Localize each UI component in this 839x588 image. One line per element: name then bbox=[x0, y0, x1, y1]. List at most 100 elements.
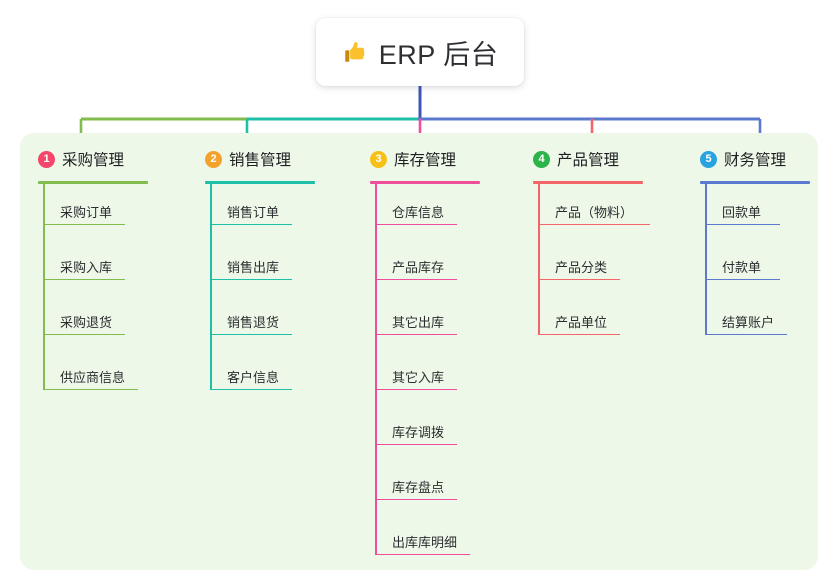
leaf-node[interactable]: 其它入库 bbox=[370, 360, 462, 390]
column-header-1[interactable]: 1 采购管理 bbox=[38, 148, 124, 170]
leaf-rule bbox=[375, 388, 457, 390]
column-number-badge: 2 bbox=[205, 150, 222, 168]
thumbs-up-icon bbox=[344, 42, 365, 62]
leaf-rule bbox=[210, 223, 292, 225]
tree-panel bbox=[20, 133, 818, 570]
leaf-label: 产品库存 bbox=[392, 260, 445, 275]
leaf-node[interactable]: 出库库明细 bbox=[370, 525, 475, 555]
leaf-label: 销售退货 bbox=[227, 315, 280, 330]
leaf-rule bbox=[43, 333, 125, 335]
column-title: 财务管理 bbox=[724, 152, 787, 169]
leaf-connector bbox=[705, 181, 707, 225]
leaf-node[interactable]: 客户信息 bbox=[205, 360, 297, 390]
leaf-node[interactable]: 采购订单 bbox=[38, 195, 130, 225]
column-header-rule bbox=[370, 181, 480, 184]
leaf-rule bbox=[375, 553, 470, 555]
leaf-rule bbox=[43, 388, 138, 390]
column-header-rule bbox=[700, 181, 810, 184]
column-title: 产品管理 bbox=[557, 152, 620, 169]
leaf-rule bbox=[43, 223, 125, 225]
leaf-label: 采购入库 bbox=[60, 260, 113, 275]
leaf-node[interactable]: 结算账户 bbox=[700, 305, 792, 335]
leaf-connector bbox=[538, 181, 540, 225]
leaf-connector bbox=[210, 225, 212, 280]
leaf-label: 产品分类 bbox=[555, 260, 608, 275]
leaf-connector bbox=[538, 225, 540, 280]
leaf-rule bbox=[375, 278, 457, 280]
leaf-connector bbox=[538, 280, 540, 335]
leaf-label: 付款单 bbox=[722, 260, 762, 275]
leaf-connector bbox=[375, 181, 377, 225]
column-header-2[interactable]: 2 销售管理 bbox=[205, 148, 291, 170]
leaf-rule bbox=[705, 223, 780, 225]
column-number-badge: 3 bbox=[370, 150, 387, 168]
leaf-node[interactable]: 产品单位 bbox=[533, 305, 625, 335]
column-number-badge: 5 bbox=[700, 150, 717, 168]
leaf-node[interactable]: 采购入库 bbox=[38, 250, 130, 280]
root-node-label: ERP 后台 bbox=[378, 39, 499, 70]
leaf-node[interactable]: 仓库信息 bbox=[370, 195, 462, 225]
leaf-connector bbox=[43, 280, 45, 335]
leaf-label: 产品（物料） bbox=[555, 205, 634, 220]
leaf-label: 客户信息 bbox=[227, 370, 280, 385]
leaf-rule bbox=[210, 388, 292, 390]
leaf-connector bbox=[375, 445, 377, 500]
leaf-node[interactable]: 产品库存 bbox=[370, 250, 462, 280]
leaf-label: 采购退货 bbox=[60, 315, 113, 330]
leaf-rule bbox=[43, 278, 125, 280]
leaf-node[interactable]: 回款单 bbox=[700, 195, 785, 225]
leaf-node[interactable]: 采购退货 bbox=[38, 305, 130, 335]
leaf-node[interactable]: 销售订单 bbox=[205, 195, 297, 225]
leaf-rule bbox=[538, 278, 620, 280]
leaf-label: 销售出库 bbox=[227, 260, 280, 275]
leaf-label: 库存调拨 bbox=[392, 425, 445, 440]
leaf-rule bbox=[705, 278, 780, 280]
leaf-node[interactable]: 库存盘点 bbox=[370, 470, 462, 500]
leaf-connector bbox=[375, 335, 377, 390]
leaf-connector bbox=[210, 280, 212, 335]
leaf-label: 库存盘点 bbox=[392, 480, 445, 495]
leaf-node[interactable]: 其它出库 bbox=[370, 305, 462, 335]
leaf-node[interactable]: 销售出库 bbox=[205, 250, 297, 280]
leaf-connector bbox=[705, 280, 707, 335]
leaf-label: 回款单 bbox=[722, 205, 762, 220]
column-title: 库存管理 bbox=[394, 152, 457, 169]
leaf-rule bbox=[375, 333, 457, 335]
leaf-node[interactable]: 销售退货 bbox=[205, 305, 297, 335]
leaf-rule bbox=[538, 223, 650, 225]
leaf-rule bbox=[375, 223, 457, 225]
root-node-content: ERP 后台 bbox=[342, 33, 499, 72]
column-title: 采购管理 bbox=[62, 152, 125, 169]
root-node-card[interactable]: ERP 后台 bbox=[316, 18, 524, 86]
leaf-connector bbox=[43, 225, 45, 280]
leaf-connector bbox=[375, 280, 377, 335]
leaf-label: 产品单位 bbox=[555, 315, 608, 330]
leaf-label: 采购订单 bbox=[60, 205, 113, 220]
leaf-rule bbox=[375, 443, 457, 445]
leaf-rule bbox=[375, 498, 457, 500]
column-header-3[interactable]: 3 库存管理 bbox=[370, 148, 456, 170]
leaf-connector bbox=[43, 335, 45, 390]
leaf-label: 其它入库 bbox=[392, 370, 445, 385]
leaf-label: 结算账户 bbox=[722, 315, 775, 330]
leaf-connector bbox=[210, 335, 212, 390]
leaf-connector bbox=[705, 225, 707, 280]
leaf-rule bbox=[210, 278, 292, 280]
column-number-badge: 1 bbox=[38, 150, 55, 168]
column-header-rule bbox=[38, 181, 148, 184]
leaf-label: 出库库明细 bbox=[392, 535, 458, 550]
column-title: 销售管理 bbox=[229, 152, 292, 169]
leaf-node[interactable]: 产品（物料） bbox=[533, 195, 655, 225]
column-header-rule bbox=[533, 181, 643, 184]
column-header-5[interactable]: 5 财务管理 bbox=[700, 148, 786, 170]
leaf-rule bbox=[538, 333, 620, 335]
leaf-connector bbox=[375, 225, 377, 280]
leaf-node[interactable]: 库存调拨 bbox=[370, 415, 462, 445]
leaf-node[interactable]: 产品分类 bbox=[533, 250, 625, 280]
leaf-connector bbox=[375, 390, 377, 445]
leaf-connector bbox=[375, 500, 377, 555]
leaf-node[interactable]: 供应商信息 bbox=[38, 360, 143, 390]
leaf-rule bbox=[210, 333, 292, 335]
leaf-node[interactable]: 付款单 bbox=[700, 250, 785, 280]
